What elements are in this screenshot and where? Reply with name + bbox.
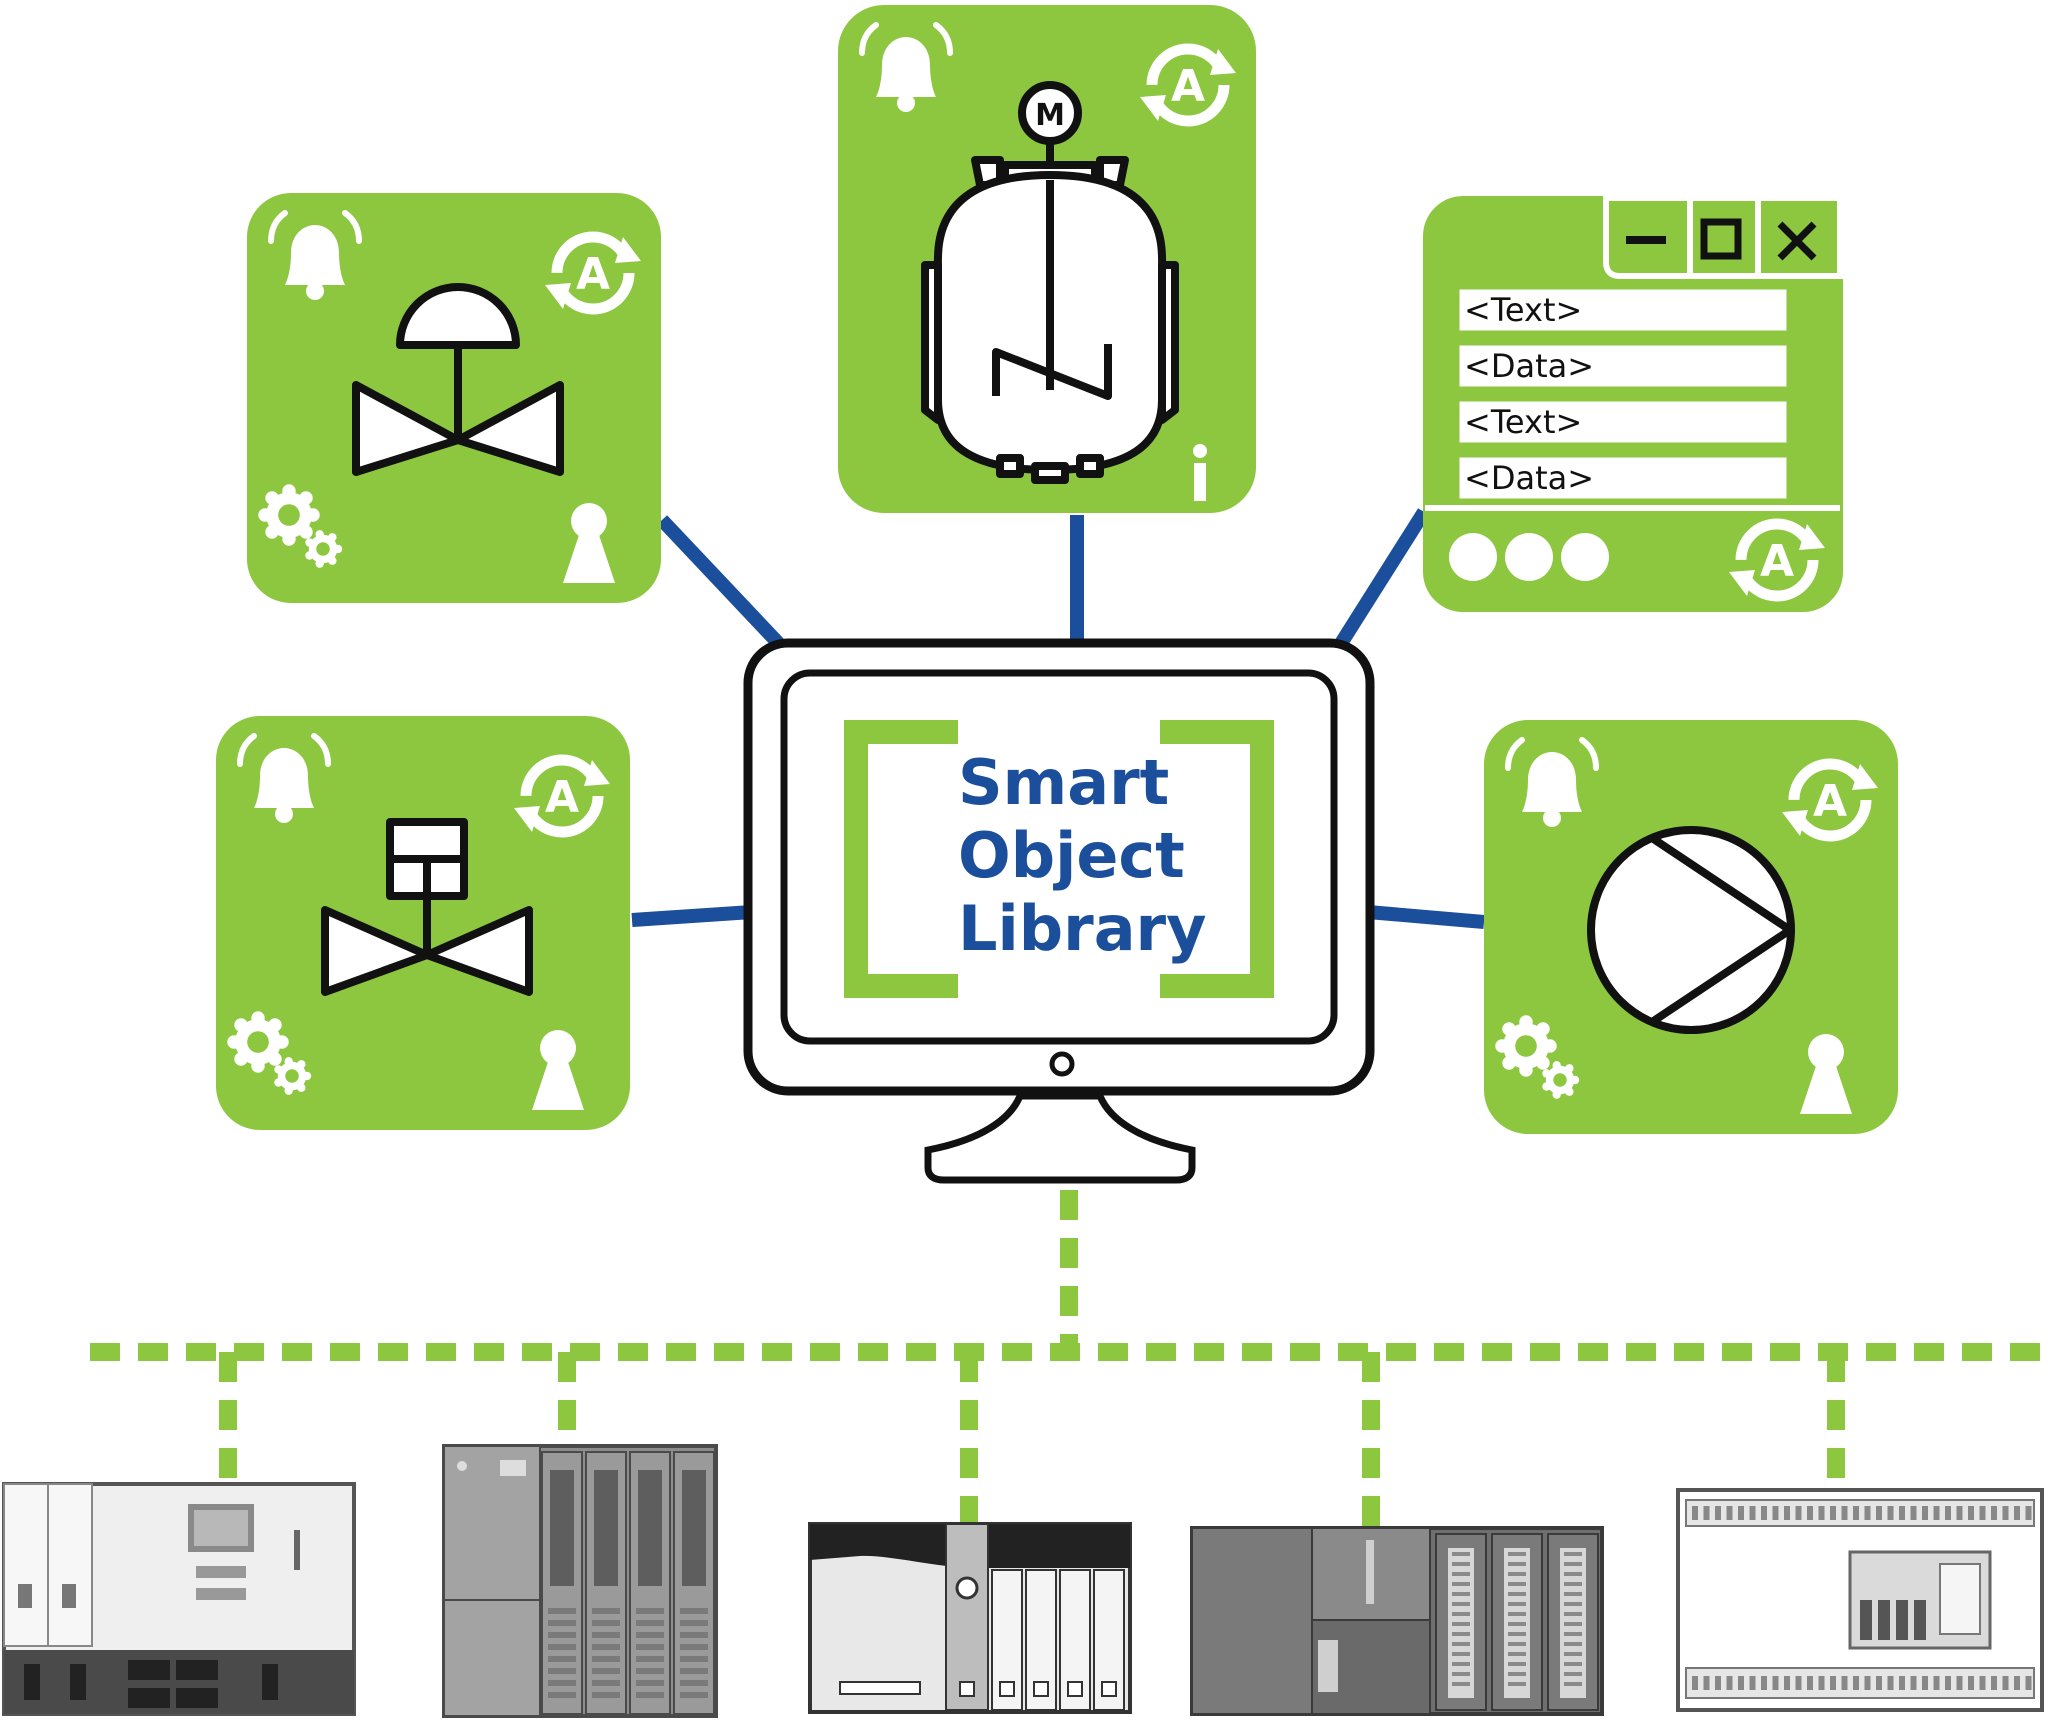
user-icon [563, 503, 615, 583]
tile-pump: A [1484, 720, 1898, 1134]
valve-solenoid-actuator-icon [321, 818, 533, 996]
controller-device-1 [2, 1482, 356, 1716]
auto-mode-icon: A [1729, 518, 1825, 602]
monitor-screen [780, 669, 1338, 1045]
dot-3 [1561, 533, 1609, 581]
auto-mode-letter: A [576, 249, 610, 300]
tile-faceplate: <Text> <Data> <Text> <Data> A [1423, 195, 1843, 612]
faceplate-row-box [1456, 454, 1790, 502]
monitor-stand [924, 1092, 1196, 1184]
auto-mode-icon: A [1782, 758, 1878, 842]
controller-device-2 [442, 1444, 718, 1718]
monitor-title-line-3: Library [958, 892, 1207, 965]
close-icon [1777, 221, 1817, 261]
faceplate-rows: <Text> <Data> <Text> <Data> [1456, 286, 1790, 502]
link-pump [1367, 905, 1485, 929]
auto-mode-icon: A [514, 754, 610, 838]
controller-device-3 [808, 1522, 1132, 1714]
link-solenoid-valve [631, 905, 753, 927]
monitor: Smart Object Library [743, 638, 1375, 1184]
centrifugal-pump-icon [1587, 826, 1795, 1034]
controller-devices [2, 1444, 2044, 1718]
maximize-icon [1700, 218, 1742, 260]
bell-icon [237, 733, 331, 823]
controller-device-4 [1190, 1526, 1604, 1716]
gears-icon [227, 1011, 312, 1095]
user-icon [532, 1030, 584, 1110]
bell-icon [1505, 737, 1599, 827]
tile-reactor-vessel: M A [838, 5, 1256, 513]
auto-mode-letter: A [1813, 776, 1847, 827]
valve-diaphragm-actuator-icon [352, 283, 564, 476]
auto-mode-letter: A [1760, 536, 1794, 587]
gears-icon [258, 484, 343, 568]
tile-actuated-valve: A [247, 193, 661, 603]
auto-mode-letter: A [1171, 61, 1205, 112]
agitated-reactor-vessel-icon: M [921, 81, 1179, 484]
bell-icon [268, 210, 362, 300]
info-icon [1193, 444, 1207, 501]
dot-2 [1505, 533, 1553, 581]
bell-icon [859, 22, 953, 112]
faceplate-row-text: <Data> [1464, 347, 1594, 385]
auto-mode-icon: A [1140, 43, 1236, 127]
monitor-links [631, 508, 1485, 929]
faceplate-row-box [1456, 398, 1790, 446]
faceplate-window-icon: <Text> <Data> <Text> <Data> [1425, 195, 1843, 581]
auto-mode-letter: A [545, 772, 579, 823]
link-faceplate [1334, 508, 1430, 649]
faceplate-row-text: <Data> [1464, 459, 1594, 497]
gears-icon [1495, 1015, 1580, 1099]
faceplate-row-box [1456, 286, 1790, 334]
dot-1 [1449, 533, 1497, 581]
monitor-title-line-1: Smart [958, 746, 1169, 819]
faceplate-row-text: <Text> [1464, 403, 1582, 441]
right-bracket [1160, 720, 1274, 998]
monitor-power-button [1049, 1051, 1075, 1077]
tile-solenoid-valve: A [216, 716, 630, 1130]
auto-mode-icon: A [545, 231, 641, 315]
controller-device-5 [1676, 1488, 2044, 1712]
faceplate-row-text: <Text> [1464, 291, 1582, 329]
motor-label: M [1035, 98, 1065, 133]
fieldbus [90, 1190, 2048, 1530]
monitor-title-line-2: Object [958, 819, 1185, 892]
link-actuated-valve [656, 515, 786, 650]
faceplate-row-box [1456, 342, 1790, 390]
user-icon [1800, 1034, 1852, 1114]
left-bracket [844, 720, 958, 998]
